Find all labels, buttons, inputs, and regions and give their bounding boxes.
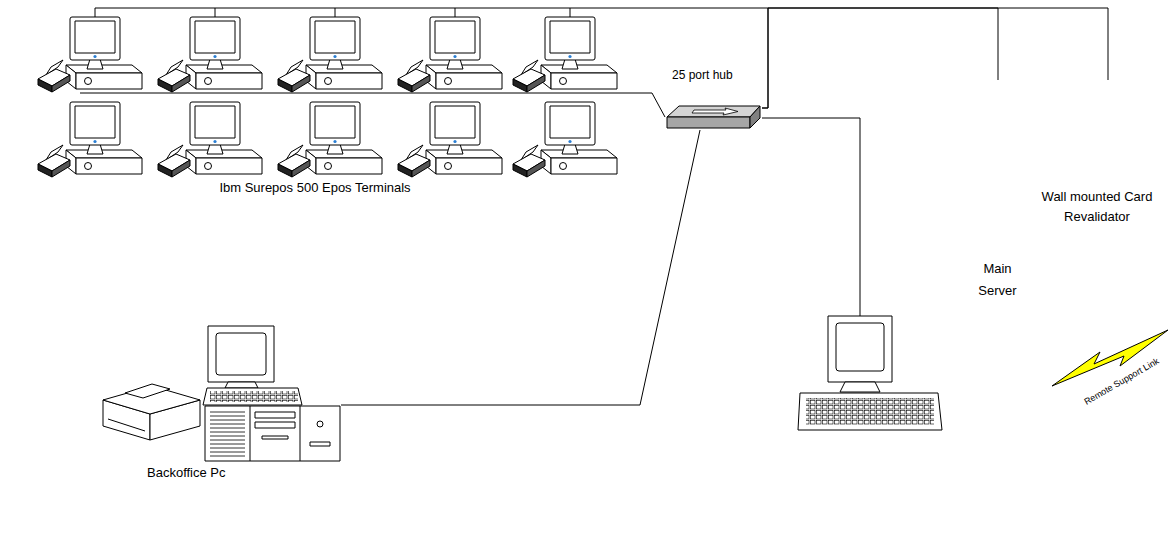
- hub-symbol-part: [750, 106, 760, 128]
- backoffice-computer-part: [310, 442, 330, 446]
- bus-wire-part: [335, 8, 336, 17]
- bus-wire-part: [80, 93, 612, 94]
- device-label: Main Server: [973, 258, 1023, 302]
- server-computer-part: [828, 316, 892, 382]
- epos-terminal-part: [38, 17, 142, 92]
- epos-terminal-part: [38, 102, 142, 177]
- terminal-group: Ibm Surepos 500 Epos Terminals: [18, 12, 612, 198]
- bus-wire-part: [95, 8, 768, 9]
- backoffice-computer-part: [205, 406, 340, 461]
- backoffice-computer-part: [208, 326, 274, 382]
- device-label: Ibm Surepos 500 Epos Terminals: [219, 180, 410, 195]
- epos-terminal-part: [278, 17, 382, 92]
- epos-terminal: [38, 17, 617, 177]
- backoffice-computer-part: [108, 419, 145, 431]
- lightning-bolt: [1052, 330, 1168, 386]
- backoffice-computer-part: [255, 412, 295, 418]
- bus-wire-part: [762, 118, 860, 316]
- server-computer-part: [836, 323, 884, 371]
- server-computer-part: [798, 393, 942, 430]
- device-label: Wall mounted Card Revalidator: [1035, 187, 1160, 227]
- hub-symbol-part: [667, 106, 760, 117]
- network-cable: [341, 130, 700, 405]
- server-computer: [798, 316, 942, 430]
- network-cable: [762, 8, 1108, 108]
- epos-terminal-part: [513, 102, 617, 177]
- hub-node: 25 port hub: [665, 65, 762, 130]
- epos-terminal-part: [398, 17, 502, 92]
- backoffice-computer-part: [210, 391, 298, 402]
- backoffice-computer-part: [250, 406, 251, 461]
- backoffice-computer-part: [216, 333, 266, 375]
- server-computer-part: [840, 382, 880, 392]
- bus-wire: [80, 8, 860, 316]
- backoffice-computer-part: [203, 388, 302, 405]
- backoffice-computer-part: [317, 421, 323, 427]
- epos-terminal-part: [158, 17, 262, 92]
- server-computer-part: [806, 398, 934, 425]
- network-cable: [612, 93, 665, 117]
- hub-symbol-part: [667, 117, 750, 128]
- bus-wire-part: [455, 8, 456, 17]
- backoffice-computer-part: [125, 384, 170, 398]
- epos-terminal-part: [278, 102, 382, 177]
- device-node: Backoffice Pc: [95, 325, 341, 485]
- backoffice-computer: [103, 326, 340, 461]
- bus-wire-part: [215, 8, 216, 17]
- device-label: Backoffice Pc: [147, 465, 226, 480]
- backoffice-computer-part: [255, 422, 295, 428]
- epos-terminal-part: [513, 17, 617, 92]
- device-label: 25 port hub: [672, 68, 733, 82]
- hub-symbol-part: [692, 108, 738, 115]
- backoffice-computer-part: [262, 436, 288, 439]
- epos-terminal-part: [158, 102, 262, 177]
- bus-wire-part: [570, 8, 571, 17]
- lightning-bolt-part: [1052, 330, 1168, 386]
- backoffice-computer-part: [225, 382, 258, 388]
- device-node: Main Server: [955, 80, 1040, 305]
- backoffice-computer-part: [210, 412, 245, 456]
- backoffice-computer-part: [300, 406, 301, 461]
- device-node: Wall mounted Card Revalidator: [1020, 80, 1174, 230]
- bus-wire-part: [95, 8, 96, 17]
- hub-symbol: [667, 106, 760, 128]
- network-cable: [762, 8, 998, 108]
- connector-group: [341, 8, 1108, 405]
- link-label: Remote Support Link: [1083, 357, 1161, 408]
- epos-terminal-part: [398, 102, 502, 177]
